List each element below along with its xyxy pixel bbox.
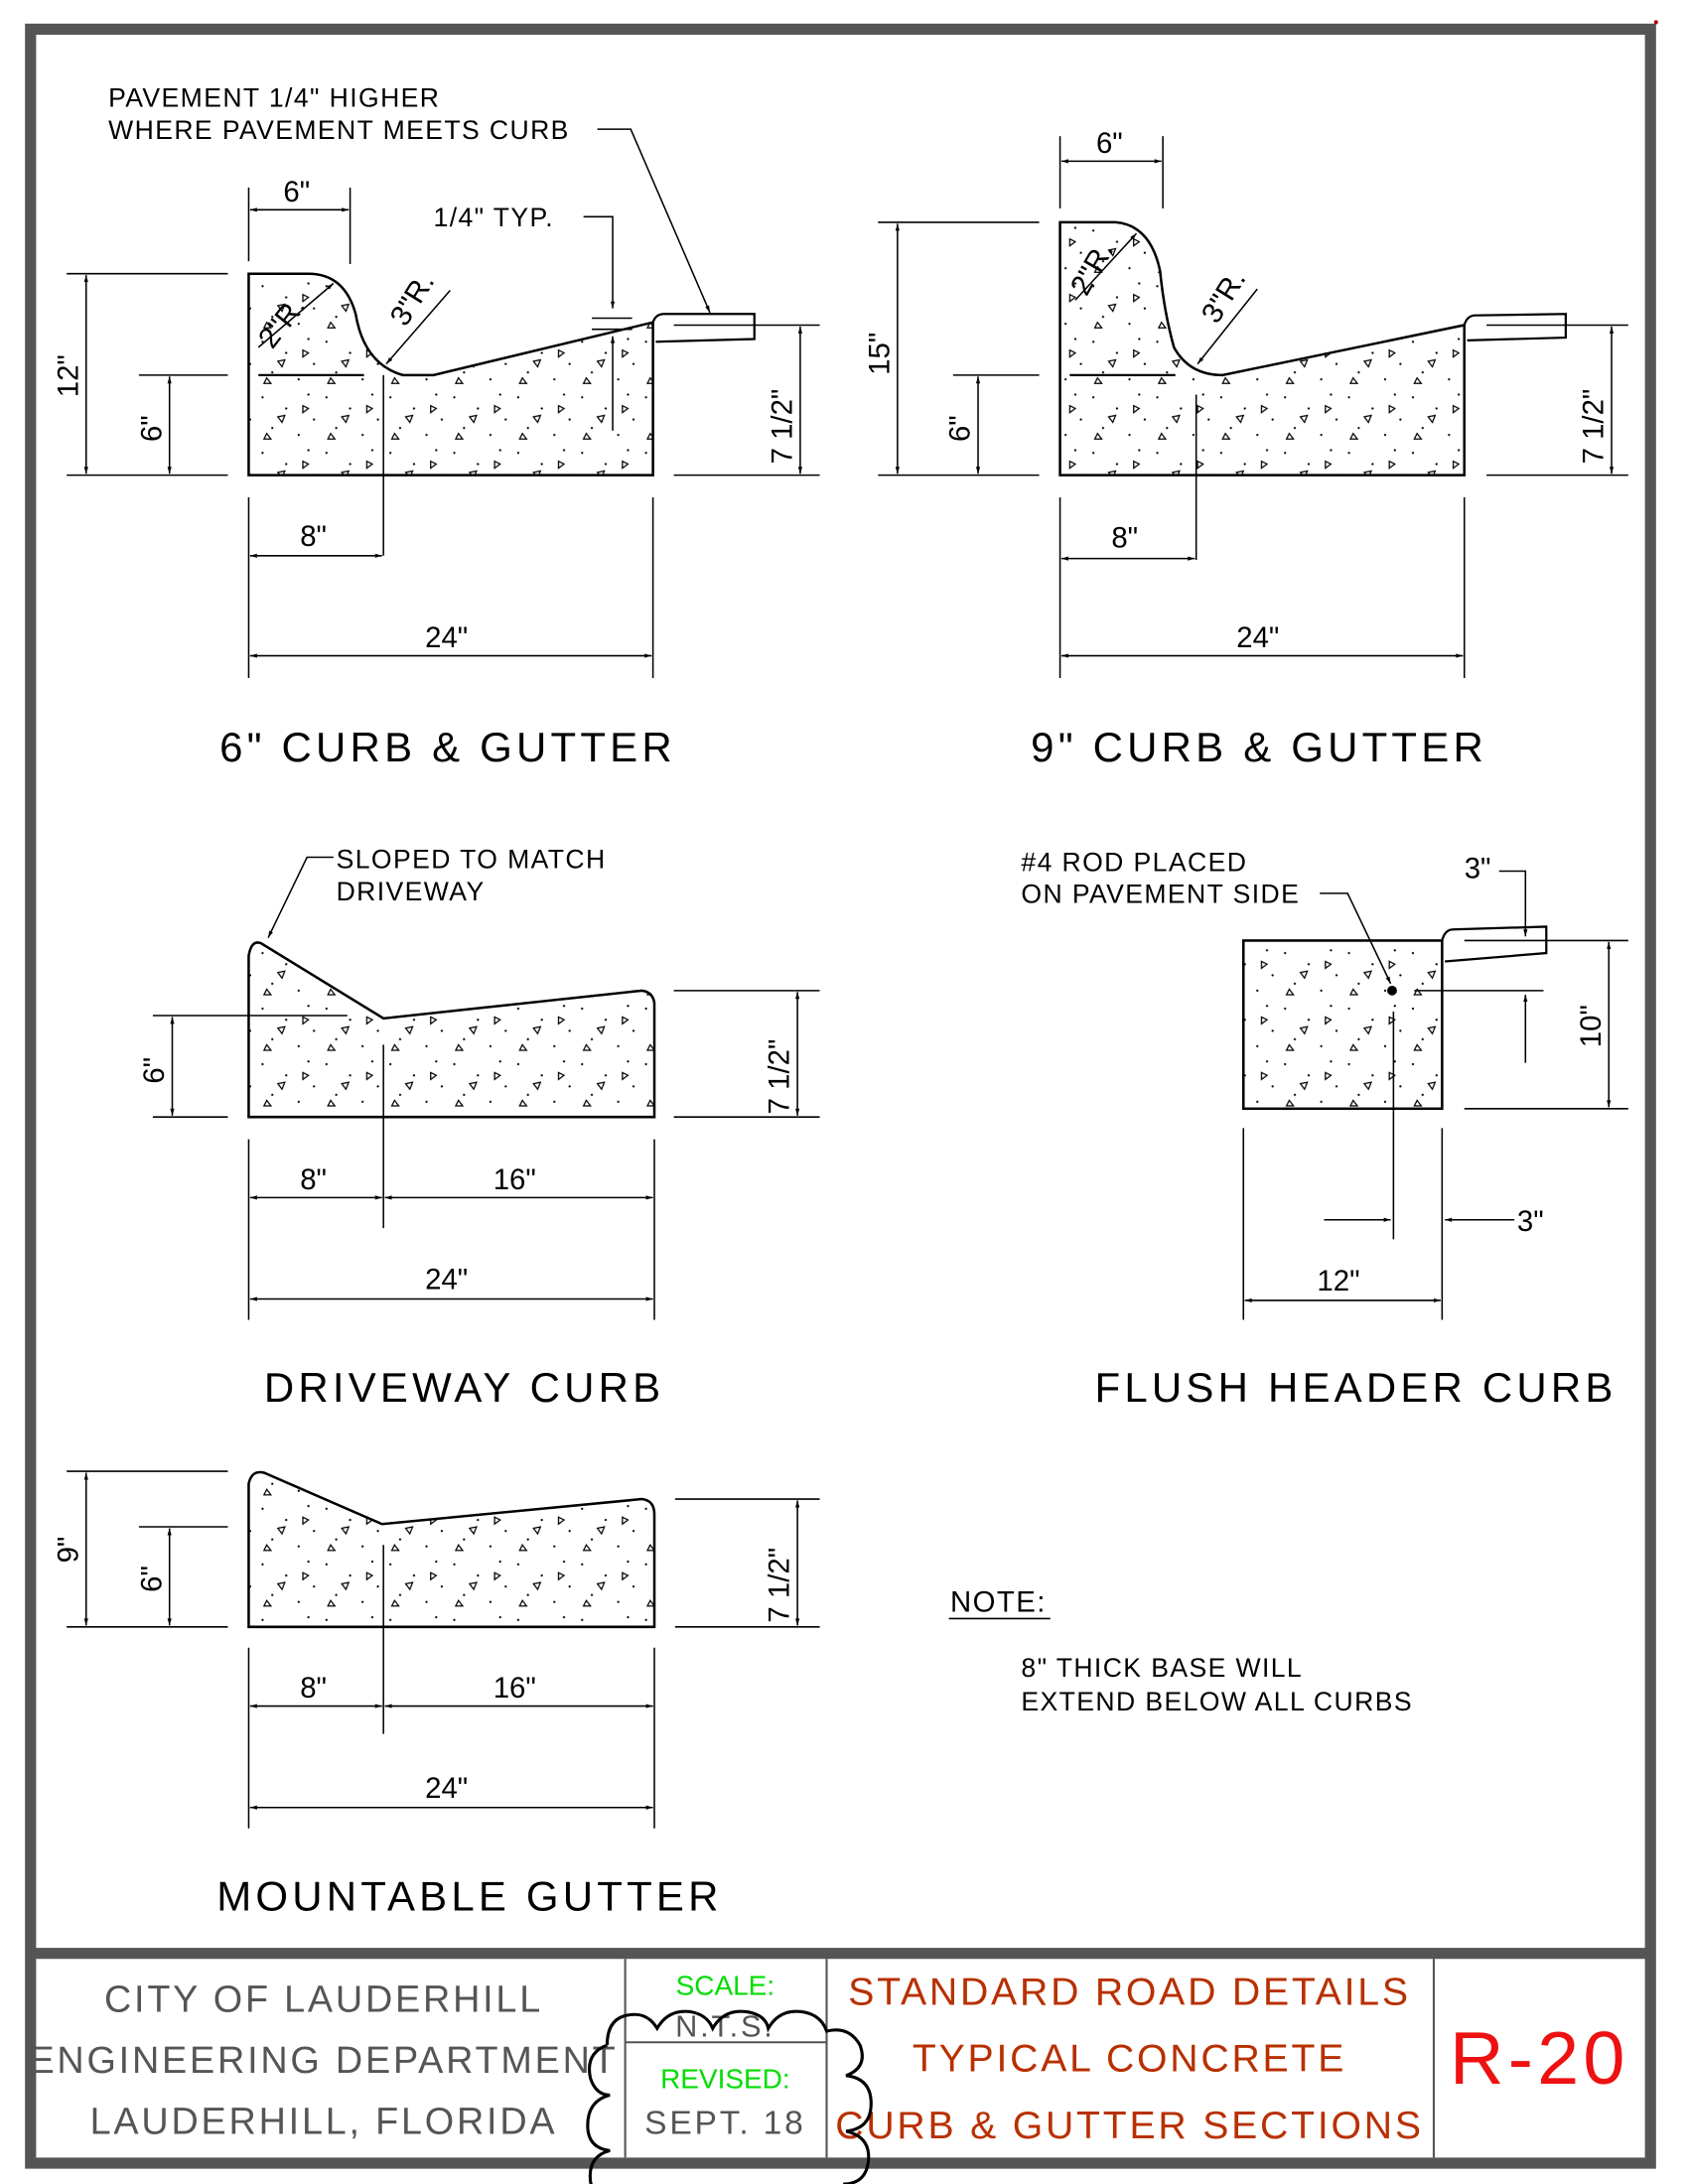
agency-line-2: ENGINEERING DEPARTMENT: [29, 2040, 618, 2082]
section-6in-curb-gutter: 6" 2"R. 3"R. 12" 6" 7 1/2" 8" 24" PAVEME…: [52, 83, 820, 770]
curb6-callout-pavement-line1: PAVEMENT 1/4" HIGHER: [108, 83, 440, 113]
note-line-2: EXTEND BELOW ALL CURBS: [1021, 1687, 1413, 1716]
flush-title: FLUSH HEADER CURB: [1095, 1364, 1618, 1411]
drawing-title-line-3: CURB & GUTTER SECTIONS: [835, 2105, 1424, 2147]
curb6-dim-top: 6": [283, 176, 310, 208]
flush-dim-top-offset: 3": [1465, 852, 1491, 885]
general-note: NOTE: 8" THICK BASE WILL EXTEND BELOW AL…: [948, 1585, 1413, 1716]
flush-dim-height: 10": [1575, 1005, 1608, 1047]
curb6-title: 6" CURB & GUTTER: [219, 724, 676, 770]
sheet-number: R-20: [1450, 2017, 1629, 2101]
note-line-1: 8" THICK BASE WILL: [1021, 1653, 1303, 1683]
corner-mark: [1653, 20, 1658, 25]
driveway-dim-left: 6": [138, 1057, 171, 1084]
curb6-profile: [247, 272, 654, 477]
driveway-dim-width: 24": [425, 1264, 468, 1297]
mountable-profile: [247, 1470, 656, 1629]
agency-line-1: CITY OF LAUDERHILL: [104, 1979, 543, 2020]
revised-label: REVISED:: [660, 2063, 790, 2094]
mountable-title: MOUNTABLE GUTTER: [216, 1872, 722, 1919]
section-flush-header-curb: 10" 3" 3" 12" #4 ROD PLACED ON PAVEMENT …: [1021, 847, 1628, 1411]
curb6-pavement: [651, 313, 756, 343]
flush-dim-side-offset: 3": [1517, 1205, 1544, 1238]
curb9-dim-height: 15": [863, 333, 896, 375]
section-driveway-curb: 6" 7 1/2" 8" 16" 24" SLOPED TO MATCH DRI…: [138, 845, 820, 1411]
mountable-dim-width: 24": [425, 1772, 468, 1805]
curb9-dim-gutter: 8": [1111, 521, 1138, 554]
curb9-profile: [1058, 220, 1466, 477]
curb6-dim-right: 7 1/2": [767, 389, 799, 465]
revision-cloud: [586, 2009, 873, 2184]
note-heading: NOTE:: [950, 1585, 1047, 1618]
sheet-border: [25, 23, 1656, 2169]
section-mountable-gutter: 9" 6" 7 1/2" 8" 16" 24" MOUNTABLE GUTTER: [52, 1470, 820, 1919]
title-block: CITY OF LAUDERHILL ENGINEERING DEPARTMEN…: [29, 1959, 1629, 2184]
mountable-dim-lower: 6": [135, 1566, 168, 1592]
curb6-dim-lower: 6": [135, 415, 168, 442]
driveway-dim-b: 16": [493, 1163, 536, 1196]
curb6-callout-pavement-line2: WHERE PAVEMENT MEETS CURB: [108, 115, 570, 145]
driveway-callout-line2: DRIVEWAY: [337, 877, 486, 906]
flush-profile: [1242, 939, 1444, 1111]
revised-value: SEPT. 18: [644, 2106, 805, 2142]
curb9-dim-top: 6": [1096, 127, 1123, 160]
mountable-dim-b: 16": [493, 1672, 536, 1705]
driveway-title: DRIVEWAY CURB: [264, 1364, 665, 1411]
scale-label: SCALE:: [676, 1971, 774, 2001]
driveway-profile: [247, 941, 656, 1119]
agency-line-3: LAUDERHILL, FLORIDA: [90, 2102, 558, 2143]
curb9-radius-2: 3"R.: [1196, 264, 1253, 329]
driveway-callout-line1: SLOPED TO MATCH: [337, 845, 607, 875]
section-9in-curb-gutter: 6" 2"R. 3"R. 15" 6" 7 1/2" 8" 24" 9" CUR…: [863, 127, 1628, 770]
curb9-pavement: [1463, 313, 1567, 341]
flush-callout-line2: ON PAVEMENT SIDE: [1021, 880, 1300, 909]
curb6-radius-2: 3"R.: [384, 267, 442, 332]
curb6-callout-typ: 1/4" TYP.: [434, 203, 555, 232]
flush-callout-line1: #4 ROD PLACED: [1021, 847, 1247, 877]
curb6-dim-height: 12": [52, 354, 84, 397]
mountable-dim-a: 8": [300, 1672, 327, 1705]
curb9-dim-width: 24": [1236, 621, 1279, 654]
curb9-dim-lower: 6": [944, 415, 977, 442]
mountable-dim-right: 7 1/2": [764, 1548, 796, 1623]
flush-dim-width: 12": [1317, 1265, 1359, 1297]
driveway-dim-a: 8": [300, 1163, 327, 1196]
flush-rod: [1387, 985, 1397, 996]
curb6-dim-width: 24": [425, 621, 468, 654]
driveway-dim-right: 7 1/2": [764, 1039, 796, 1115]
drawing-title-line-2: TYPICAL CONCRETE: [913, 2038, 1346, 2081]
curb9-title: 9" CURB & GUTTER: [1031, 724, 1487, 770]
drawing-title-line-1: STANDARD ROAD DETAILS: [848, 1971, 1411, 2013]
mountable-dim-height: 9": [52, 1537, 84, 1564]
curb9-dim-right: 7 1/2": [1578, 389, 1611, 465]
curb6-dim-gutter: 8": [300, 520, 327, 553]
